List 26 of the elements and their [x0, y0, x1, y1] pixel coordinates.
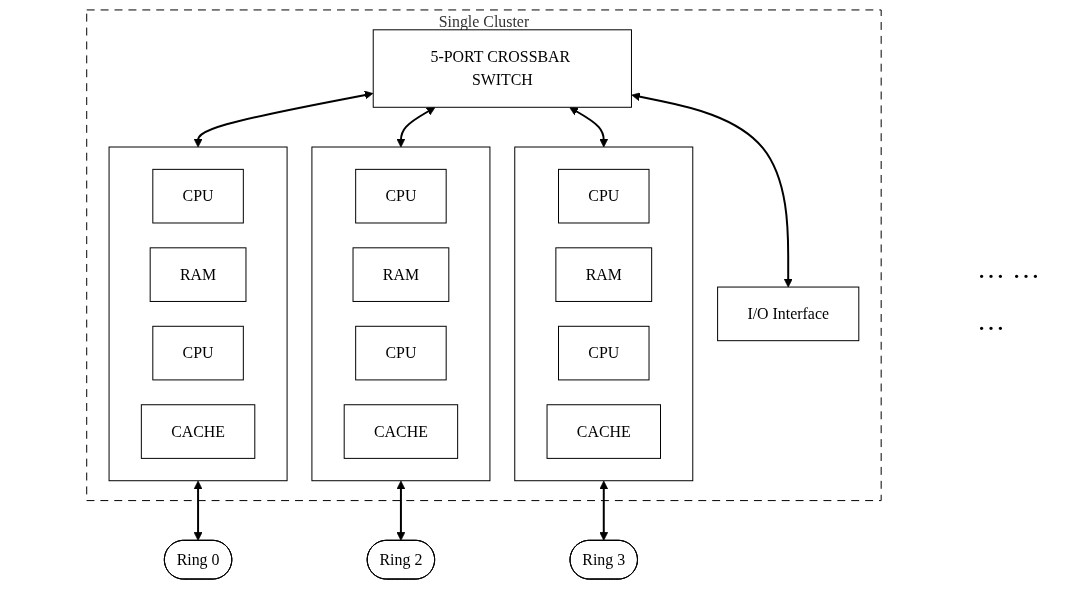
- node-box: CPU: [557, 168, 650, 224]
- arrow: [193, 480, 202, 541]
- arrow: [396, 480, 405, 541]
- node-box: RAM: [149, 247, 247, 302]
- node-box: RAM: [554, 247, 652, 302]
- arrow: [568, 107, 608, 148]
- node-box: CPU: [354, 168, 447, 224]
- node-box: CPU: [354, 325, 447, 381]
- arrow: [193, 90, 373, 148]
- node-box: CPU: [557, 325, 650, 381]
- cluster: [108, 146, 288, 482]
- cluster: [310, 146, 490, 482]
- arrow: [631, 92, 793, 288]
- node-box: RAM: [352, 247, 449, 302]
- arrow: [598, 480, 608, 541]
- node-box: CACHE: [343, 404, 458, 459]
- node-box: I/O Interface: [716, 286, 859, 342]
- ellipsis-text: … …: [977, 252, 1041, 285]
- node-box: CACHE: [546, 404, 661, 459]
- node-box: 5-PORT CROSSBAR SWITCH: [372, 29, 632, 108]
- node-box: CPU: [151, 168, 244, 224]
- node-box: CACHE: [140, 404, 255, 459]
- arrow: [396, 107, 435, 148]
- ellipsis-text: …: [977, 304, 1006, 337]
- cluster: [513, 146, 693, 482]
- node-box: CPU: [151, 325, 244, 381]
